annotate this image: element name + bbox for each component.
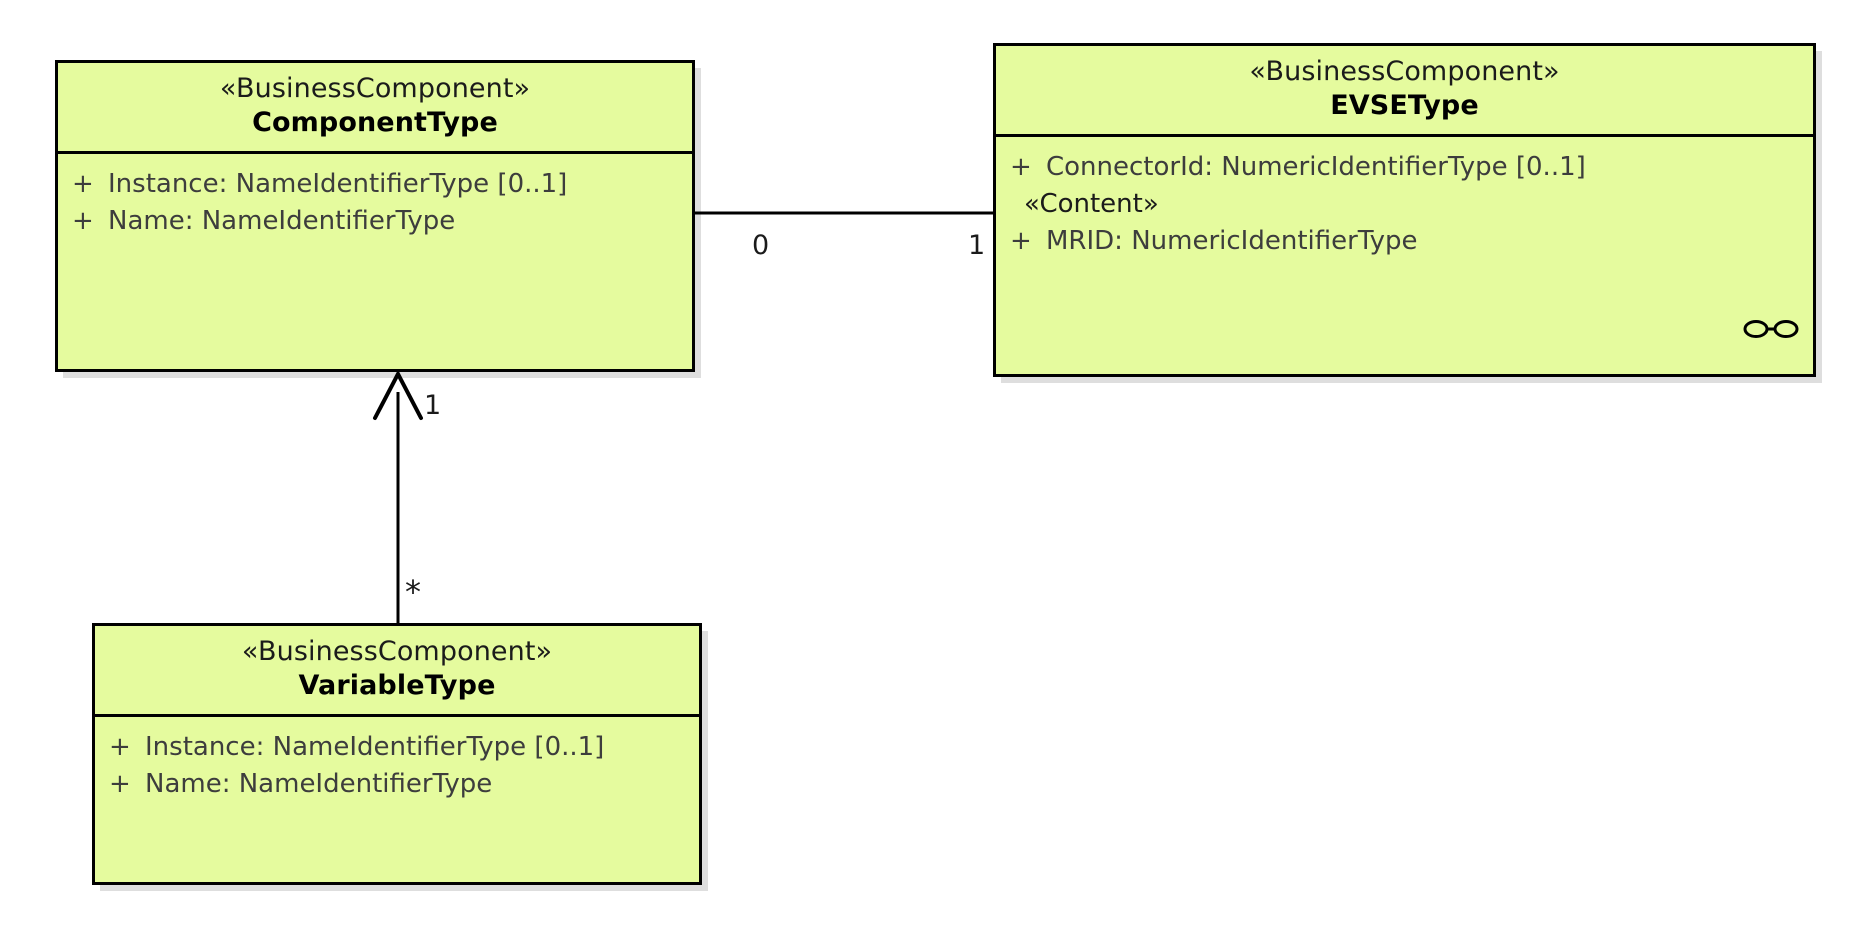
attribute-row: + Name: NameIdentifierType bbox=[109, 766, 685, 803]
attribute-visibility: + bbox=[1010, 151, 1032, 182]
attribute-visibility: + bbox=[1010, 225, 1032, 256]
class-box-evse-type[interactable]: «BusinessComponent» EVSEType + Connector… bbox=[993, 43, 1816, 377]
attribute-row: + ConnectorId: NumericIdentifierType [0.… bbox=[1010, 149, 1799, 186]
class-stereotype: «BusinessComponent» bbox=[1249, 56, 1560, 87]
attribute-visibility: + bbox=[109, 768, 131, 799]
multiplicity-variable-side: * bbox=[405, 573, 421, 611]
attribute-group-stereotype: «Content» bbox=[1024, 188, 1159, 219]
class-attributes-component-type: + Instance: NameIdentifierType [0..1] + … bbox=[58, 154, 692, 250]
class-attributes-variable-type: + Instance: NameIdentifierType [0..1] + … bbox=[95, 717, 699, 813]
attribute-text: Instance: NameIdentifierType [0..1] bbox=[145, 731, 605, 762]
attribute-visibility: + bbox=[72, 168, 94, 199]
attribute-text: Instance: NameIdentifierType [0..1] bbox=[108, 168, 568, 199]
class-title: VariableType bbox=[298, 669, 496, 701]
multiplicity-component-side: 0 bbox=[752, 230, 770, 261]
class-stereotype: «BusinessComponent» bbox=[219, 73, 531, 104]
class-box-component-type[interactable]: «BusinessComponent» ComponentType + Inst… bbox=[55, 60, 695, 372]
attribute-row: + Instance: NameIdentifierType [0..1] bbox=[72, 166, 678, 203]
attribute-row: + MRID: NumericIdentifierType bbox=[1010, 223, 1799, 260]
multiplicity-evse-side: 1 bbox=[968, 230, 986, 261]
class-title: ComponentType bbox=[252, 106, 498, 138]
class-box-variable-type[interactable]: «BusinessComponent» VariableType + Insta… bbox=[92, 623, 702, 885]
attribute-text: Name: NameIdentifierType bbox=[145, 768, 493, 799]
attribute-text: ConnectorId: NumericIdentifierType [0..1… bbox=[1046, 151, 1586, 182]
attribute-visibility: + bbox=[72, 205, 94, 236]
class-stereotype: «BusinessComponent» bbox=[241, 636, 553, 667]
class-header-variable-type: «BusinessComponent» VariableType bbox=[95, 626, 699, 717]
multiplicity-component-parent-side: 1 bbox=[424, 390, 442, 421]
attribute-text: Name: NameIdentifierType bbox=[108, 205, 456, 236]
class-header-evse-type: «BusinessComponent» EVSEType bbox=[996, 46, 1813, 137]
attribute-row: + Name: NameIdentifierType bbox=[72, 203, 678, 240]
class-title: EVSEType bbox=[1330, 89, 1479, 121]
class-attributes-evse-type: + ConnectorId: NumericIdentifierType [0.… bbox=[996, 137, 1813, 350]
attribute-row: + Instance: NameIdentifierType [0..1] bbox=[109, 729, 685, 766]
assembly-connector-socket-icon bbox=[1743, 319, 1799, 338]
class-header-component-type: «BusinessComponent» ComponentType bbox=[58, 63, 692, 154]
open-arrowhead-icon bbox=[373, 369, 423, 420]
attribute-text: MRID: NumericIdentifierType bbox=[1046, 225, 1418, 256]
attribute-visibility: + bbox=[109, 731, 131, 762]
